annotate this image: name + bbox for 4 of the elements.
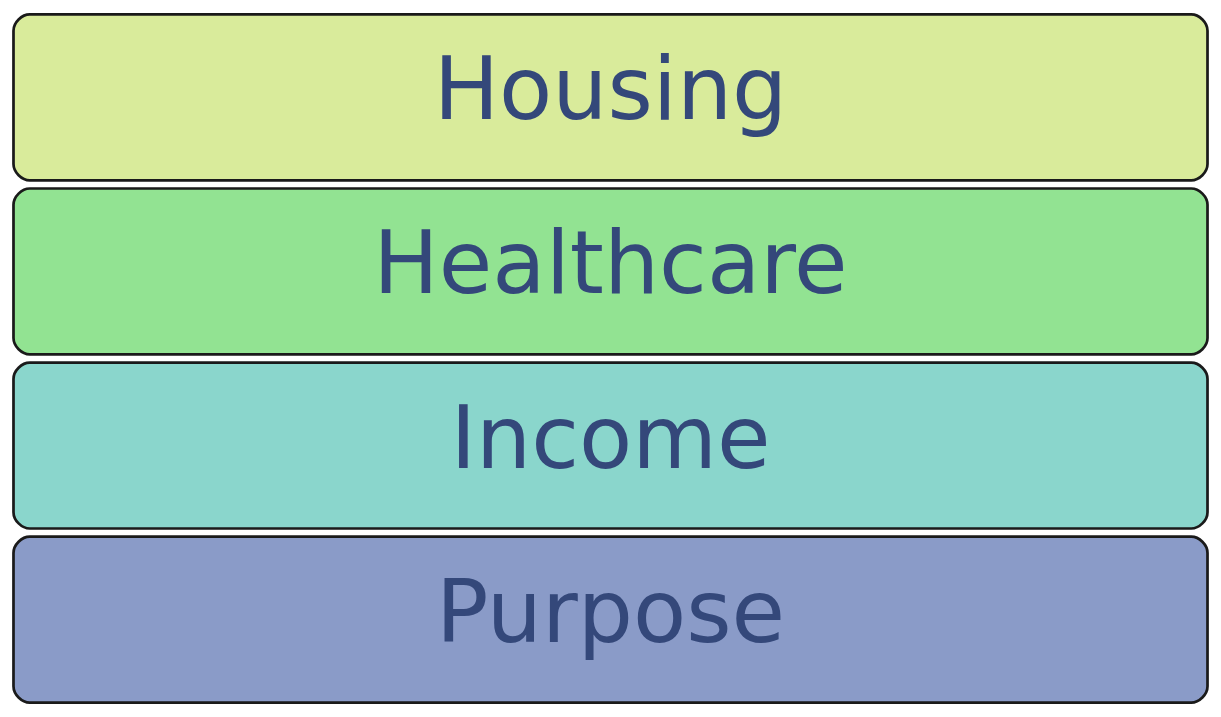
node-box: Purpose: [12, 535, 1209, 704]
node-box: Healthcare: [12, 187, 1209, 356]
node-box: Housing: [12, 13, 1209, 182]
node-box: Income: [12, 361, 1209, 530]
